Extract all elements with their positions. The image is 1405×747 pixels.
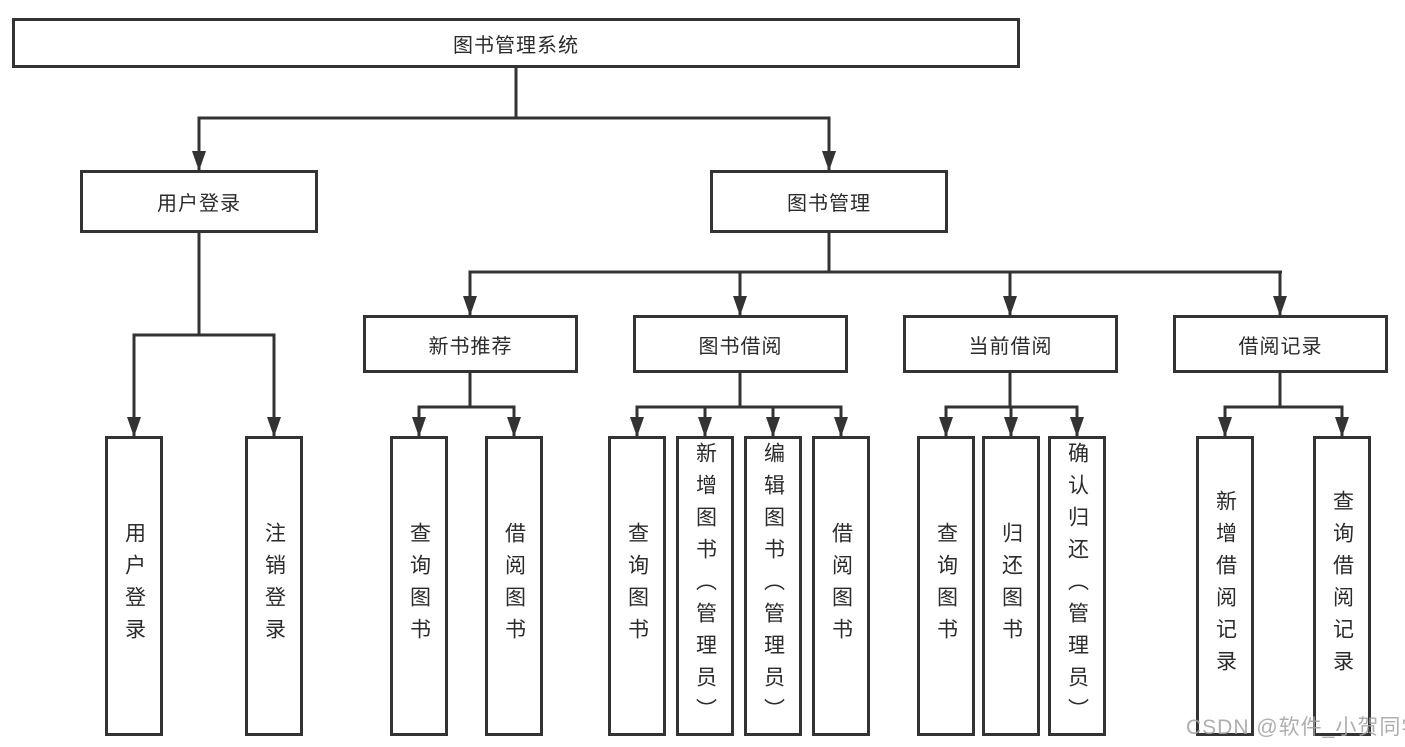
leaf-edit-book-admin: 编辑图书（管理员） [744,436,802,736]
leaf-query-books-recommend-label: 查询图书 [407,522,431,650]
node-borrowing-records: 借阅记录 [1173,315,1388,373]
csdn-watermark: CSDN @软件_小贺同学 [1186,716,1405,739]
leaf-logout: 注销登录 [245,436,303,736]
leaf-confirm-return-admin: 确认归还（管理员） [1048,436,1106,736]
node-book-management-label: 图书管理 [787,193,871,215]
leaf-confirm-return-admin-label: 确认归还（管理员） [1065,442,1089,730]
leaf-query-books-borrow: 查询图书 [608,436,666,736]
leaf-user-login-label: 用户登录 [122,522,146,650]
node-new-book-recommend: 新书推荐 [363,315,578,373]
leaf-query-books-recommend: 查询图书 [390,436,448,736]
node-book-management: 图书管理 [710,170,948,233]
leaf-return-book: 归还图书 [982,436,1040,736]
node-borrowing-records-label: 借阅记录 [1238,335,1323,358]
node-new-book-recommend-label: 新书推荐 [428,335,513,358]
leaf-query-books-current-label: 查询图书 [934,522,958,650]
leaf-query-borrow-record: 查询借阅记录 [1313,436,1371,736]
leaf-borrow-books-borrow-label: 借阅图书 [829,522,853,650]
node-current-borrowing: 当前借阅 [903,315,1118,373]
node-root: 图书管理系统 [12,18,1020,68]
leaf-return-book-label: 归还图书 [999,522,1023,650]
leaf-borrow-books-recommend-label: 借阅图书 [502,522,526,650]
node-book-borrowing: 图书借阅 [633,315,848,373]
leaf-borrow-books-borrow: 借阅图书 [812,436,870,736]
node-root-label: 图书管理系统 [453,34,579,57]
leaf-add-borrow-record: 新增借阅记录 [1196,436,1254,736]
leaf-query-books-current: 查询图书 [917,436,975,736]
node-user-login-label: 用户登录 [157,193,241,215]
leaf-user-login: 用户登录 [105,436,163,736]
leaf-add-book-admin-label: 新增图书（管理员） [693,442,717,730]
leaf-edit-book-admin-label: 编辑图书（管理员） [761,442,785,730]
node-current-borrowing-label: 当前借阅 [968,335,1053,358]
leaf-logout-label: 注销登录 [262,522,286,650]
leaf-query-borrow-record-label: 查询借阅记录 [1330,490,1354,682]
leaf-query-books-borrow-label: 查询图书 [625,522,649,650]
leaf-borrow-books-recommend: 借阅图书 [485,436,543,736]
leaf-add-book-admin: 新增图书（管理员） [676,436,734,736]
node-user-login: 用户登录 [80,170,318,233]
node-book-borrowing-label: 图书借阅 [698,335,783,358]
leaf-add-borrow-record-label: 新增借阅记录 [1213,490,1237,682]
